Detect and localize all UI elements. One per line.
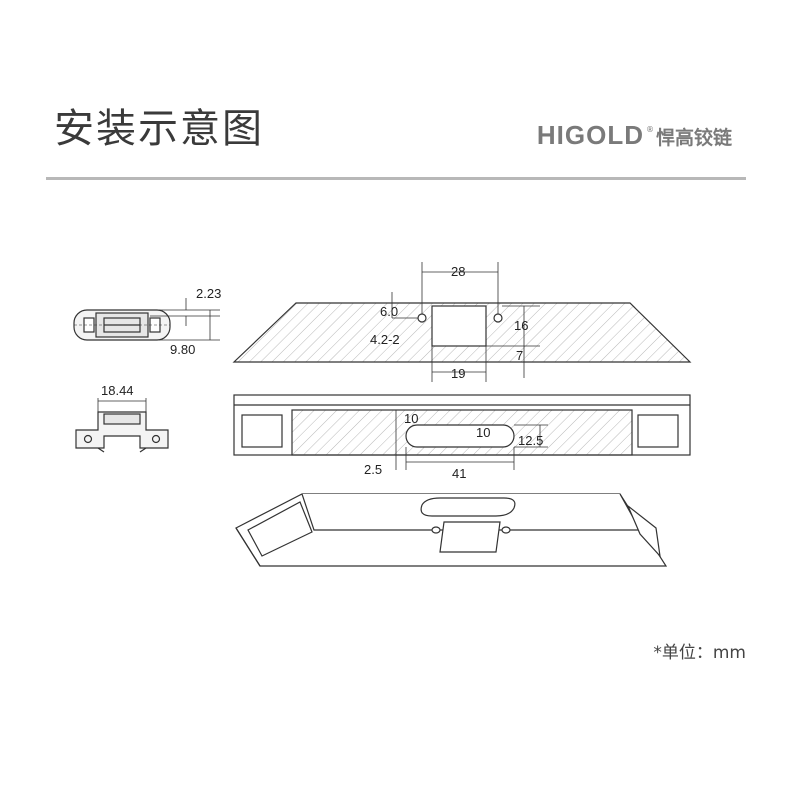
brand-name: HIGOLD [536,120,644,150]
header-divider [46,177,746,180]
dim-slot-top: 10 [404,411,418,426]
dim-cutout-bottom: 7 [516,348,523,363]
dim-small-total-height: 9.80 [170,342,195,357]
dim-cutout-height: 16 [514,318,528,333]
dim-slot-edge: 2.5 [364,462,382,477]
dim-hole-spacing: 28 [451,264,465,279]
small-part-side-dimensions [150,298,220,341]
dim-small-width: 18.44 [101,383,134,398]
small-part-front-dimensions [97,398,147,412]
isometric-part [235,493,668,567]
small-part-side-view [73,309,171,341]
middle-panel [233,394,691,456]
brand-chinese-name: 悍高铰链 [655,127,732,149]
dim-hole-offset: 6.0 [380,304,398,319]
dim-small-top-height: 2.23 [196,286,221,301]
dim-cutout-width: 19 [451,366,465,381]
page-title: 安装示意图 [54,106,264,152]
small-part-front-view [75,411,169,453]
upper-panel [232,302,692,363]
middle-panel-dimensions [395,410,548,470]
upper-panel-dimensions [391,262,540,382]
brand-registered-mark: ® [645,125,654,134]
dim-slot-length: 41 [452,466,466,481]
unit-note: *单位：mm [653,643,746,663]
dim-hole-spec: 4.2-2 [370,332,400,347]
brand-logo: HIGOLD ® 悍高铰链 [537,120,732,151]
dim-slot-height: 12.5 [518,433,543,448]
dim-slot-width: 10 [476,425,490,440]
